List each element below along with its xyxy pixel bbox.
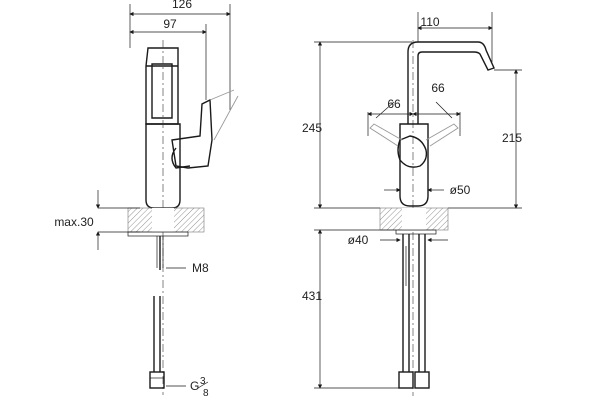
label-width-126: 126 — [172, 0, 192, 11]
front-body — [399, 123, 429, 207]
label-diameter-40: ø40 — [348, 233, 369, 247]
mounting-plate-side — [127, 231, 189, 237]
label-m8: M8 — [192, 261, 209, 275]
handle-hub-front — [397, 135, 428, 168]
frac-slash — [197, 381, 209, 389]
handle-ghost-right — [425, 123, 459, 147]
label-width-97: 97 — [163, 17, 177, 31]
front-view: 110 66 66 245 215 ø50 ø40 431 — [302, 12, 522, 396]
hose-nut — [149, 371, 165, 389]
countertop-hole-front — [402, 208, 426, 230]
spout-head-outline — [145, 47, 179, 125]
label-max-30: max.30 — [54, 215, 94, 229]
hose-nut-front-2 — [414, 371, 430, 389]
label-height-215: 215 — [502, 131, 522, 145]
countertop-hole-side — [152, 208, 174, 232]
label-diameter-50: ø50 — [450, 183, 471, 197]
label-reach-110: 110 — [420, 15, 439, 29]
mounting-plate-front — [395, 229, 437, 235]
lever-hub — [171, 147, 191, 169]
label-hose-431: 431 — [302, 289, 322, 303]
hose-nut-front-1 — [398, 371, 414, 389]
lever-ghost-position — [209, 89, 239, 141]
label-height-245: 245 — [302, 121, 322, 135]
side-view: 126 97 max.30 M8 G 3 8 — [54, 0, 239, 399]
label-handle-66-left: 66 — [387, 97, 401, 111]
leader-66-left — [375, 101, 395, 119]
spout-head-inner — [151, 63, 173, 119]
handle-ghost-left — [369, 123, 403, 147]
lever-handle — [171, 98, 213, 169]
label-g-connection: G — [190, 379, 199, 393]
leader-66-right — [435, 101, 453, 119]
label-handle-66-right: 66 — [431, 81, 445, 95]
label-g-frac-num: 3 — [200, 376, 206, 387]
label-g-frac-den: 8 — [203, 388, 209, 399]
spout-tube — [407, 41, 495, 124]
